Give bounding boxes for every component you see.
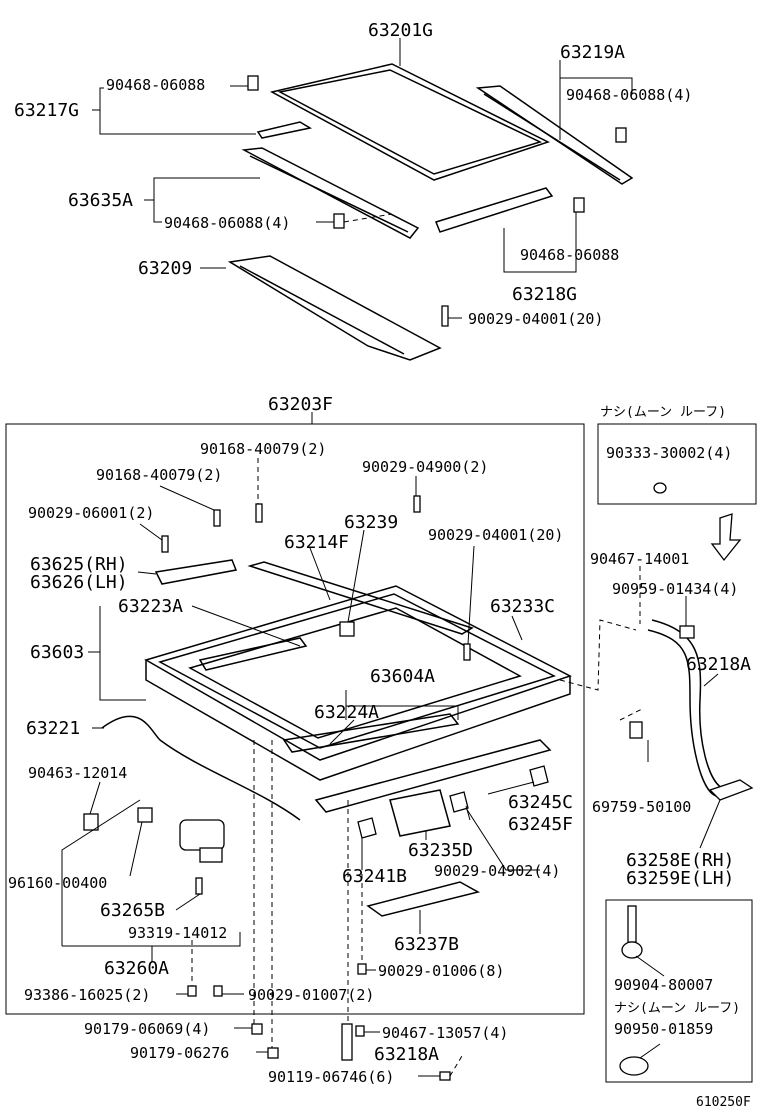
label-63218g: 63218G — [512, 284, 577, 305]
label-63219a: 63219A — [560, 42, 625, 63]
label-90468-06088-a: 90468-06088 — [106, 76, 205, 94]
box-90333 — [597, 423, 757, 505]
clip-90959 — [679, 625, 695, 639]
label-63203f: 63203F — [268, 394, 333, 415]
label-63223a: 63223A — [118, 596, 183, 617]
plug-90333 — [653, 482, 667, 494]
label-63245c: 63245C — [508, 792, 573, 813]
label-63265b: 63265B — [100, 900, 165, 921]
label-nashi-moon-roof-b: ナシ(ムーン ルーフ) — [614, 1001, 740, 1016]
label-93319-14012: 93319-14012 — [128, 924, 227, 942]
label-93386-16025-2: 93386-16025(2) — [24, 986, 150, 1004]
rail-63218g — [435, 187, 554, 233]
label-63635a: 63635A — [68, 190, 133, 211]
housing-frame — [144, 585, 572, 781]
label-63237b: 63237B — [394, 934, 459, 955]
clip-90463 — [83, 813, 99, 831]
label-90179-06276: 90179-06276 — [130, 1044, 229, 1062]
label-63235d: 63235D — [408, 840, 473, 861]
box-90904 — [605, 899, 753, 1083]
assembly-box — [5, 423, 585, 1015]
label-63218a-a: 63218A — [686, 654, 751, 675]
leader-lines-top — [92, 38, 633, 319]
clip-icons-top — [247, 75, 627, 327]
label-90179-06069-4: 90179-06069(4) — [84, 1020, 210, 1038]
label-90950-01859: 90950-01859 — [614, 1020, 713, 1038]
label-90168-40079-2b: 90168-40079(2) — [96, 466, 222, 484]
label-90467-14001: 90467-14001 — [590, 550, 689, 568]
label-63224a: 63224A — [314, 702, 379, 723]
label-90029-04902-4: 90029-04902(4) — [434, 862, 560, 880]
weatherstrip-right — [475, 85, 634, 185]
plug-90904 — [621, 905, 643, 959]
plate-63237b — [366, 881, 481, 917]
label-63218a-b: 63218A — [374, 1044, 439, 1065]
glass-panel — [269, 63, 550, 181]
label-63259e-lh: 63259E(LH) — [626, 868, 734, 889]
plate-63235d — [389, 789, 451, 837]
leader-lines-main — [61, 458, 540, 1077]
clip-63241b — [357, 817, 377, 839]
label-90029-06001-2: 90029-06001(2) — [28, 504, 154, 522]
label-90333-30002-4: 90333-30002(4) — [606, 444, 732, 462]
label-90959-01434-4: 90959-01434(4) — [612, 580, 738, 598]
label-90468-06088-4b: 90468-06088(4) — [164, 214, 290, 232]
label-90029-04001-20a: 90029-04001(20) — [468, 310, 603, 328]
figure-code: 610250F — [696, 1095, 751, 1110]
label-90029-04001-20b: 90029-04001(20) — [428, 526, 563, 544]
label-63604a: 63604A — [370, 666, 435, 687]
label-63214f: 63214F — [284, 532, 349, 553]
frame-63209 — [227, 255, 442, 361]
label-90468-06088-b: 90468-06088 — [520, 246, 619, 264]
bracket-63217g — [256, 121, 313, 139]
label-96160-00400: 96160-00400 — [8, 874, 107, 892]
label-90119-06746-6: 90119-06746(6) — [268, 1068, 394, 1086]
drain-hose-63218a — [647, 619, 723, 797]
rail-63214f — [247, 561, 474, 635]
drain-hose-63221 — [101, 715, 301, 821]
label-63201g: 63201G — [368, 20, 433, 41]
label-90168-40079-2a: 90168-40079(2) — [200, 440, 326, 458]
rail-63604a — [282, 713, 460, 753]
label-90029-01007-2: 90029-01007(2) — [248, 986, 374, 1004]
rail-63635a — [241, 147, 420, 239]
clip-69759 — [629, 721, 643, 739]
part-63258e — [708, 779, 754, 801]
label-63209: 63209 — [138, 258, 192, 279]
label-63221: 63221 — [26, 718, 80, 739]
label-90904-80007: 90904-80007 — [614, 976, 713, 994]
label-63258e-rh: 63258E(RH) — [626, 850, 734, 871]
label-63625-rh: 63625(RH) — [30, 554, 128, 575]
arrow-icon — [710, 513, 742, 562]
label-63241b: 63241B — [342, 866, 407, 887]
rail-63223a — [198, 637, 308, 671]
block-63239 — [339, 621, 355, 637]
label-90029-01006-8: 90029-01006(8) — [378, 962, 504, 980]
clip-63245f — [449, 791, 469, 813]
label-90029-04900-2: 90029-04900(2) — [362, 458, 488, 476]
label-nashi-moon-roof-a: ナシ(ムーン ルーフ) — [600, 405, 726, 420]
plug-90950 — [619, 1056, 649, 1076]
label-63603: 63603 — [30, 642, 84, 663]
clip-63245c — [529, 765, 549, 787]
bolt-icons — [161, 495, 471, 1081]
label-90463-12014: 90463-12014 — [28, 764, 127, 782]
label-63245f: 63245F — [508, 814, 573, 835]
label-69759-50100: 69759-50100 — [592, 798, 691, 816]
rail-63604a-lower — [314, 739, 552, 813]
bracket-63625 — [154, 559, 238, 585]
leader-lines-right — [559, 566, 721, 849]
label-63233c: 63233C — [490, 596, 555, 617]
label-90468-06088-4a: 90468-06088(4) — [566, 86, 692, 104]
label-63239: 63239 — [344, 512, 398, 533]
motor-63260a — [179, 819, 225, 863]
part-63265b — [137, 807, 153, 823]
label-90467-13057-4: 90467-13057(4) — [382, 1024, 508, 1042]
label-63626-lh: 63626(LH) — [30, 572, 128, 593]
label-63217g: 63217G — [14, 100, 79, 121]
label-63260a: 63260A — [104, 958, 169, 979]
